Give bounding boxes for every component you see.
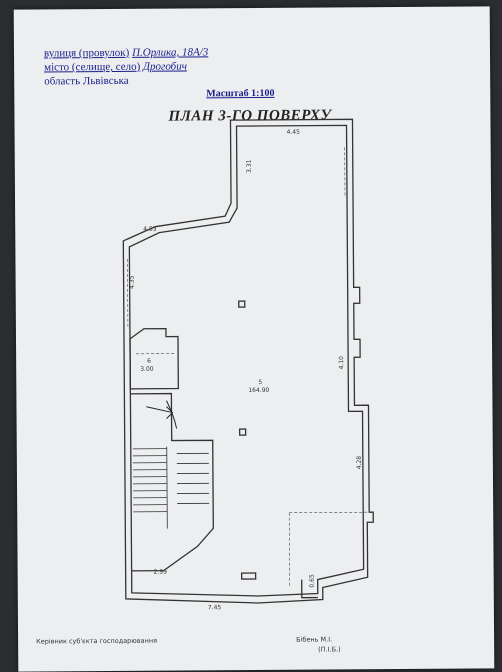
wall-niche (242, 573, 256, 579)
inner-wall (129, 125, 364, 597)
dim-label: 0.65 (309, 574, 316, 588)
footer-signer-label: Керівник суб'єкта господарювання (36, 637, 157, 646)
stair-steps (133, 446, 210, 529)
dim-line (289, 512, 367, 513)
document-sheet: вулиця (провулок) П.Орлика, 18А/3 місто … (14, 6, 495, 671)
room-6-walls (130, 329, 178, 389)
dim-label: 4.53 (143, 226, 157, 233)
column-marker (240, 429, 246, 435)
room-6-number: 6 (147, 358, 151, 365)
floor-plan: 4.45 3.31 4.53 4.35 4.10 4.28 2.99 7.45 … (14, 6, 495, 671)
dim-label: 7.45 (208, 604, 222, 611)
dim-line (289, 513, 290, 588)
dim-label: 4.35 (129, 275, 136, 289)
room-6-area: 3.00 (140, 366, 154, 373)
dim-label: 3.31 (246, 159, 253, 173)
dim-label: 4.45 (287, 129, 301, 136)
dim-label: 4.28 (356, 456, 363, 470)
footer-initials: (П.І.Б.) (318, 645, 341, 653)
column-marker (239, 301, 245, 307)
dim-label: 2.99 (154, 569, 168, 576)
footer-name: Бібень М.І. (296, 635, 332, 643)
dim-label: 4.10 (338, 356, 345, 370)
room-5-number: 5 (258, 379, 262, 386)
stair-outline (130, 393, 213, 571)
outer-wall (122, 119, 373, 604)
room-5-area: 164.90 (248, 387, 269, 394)
